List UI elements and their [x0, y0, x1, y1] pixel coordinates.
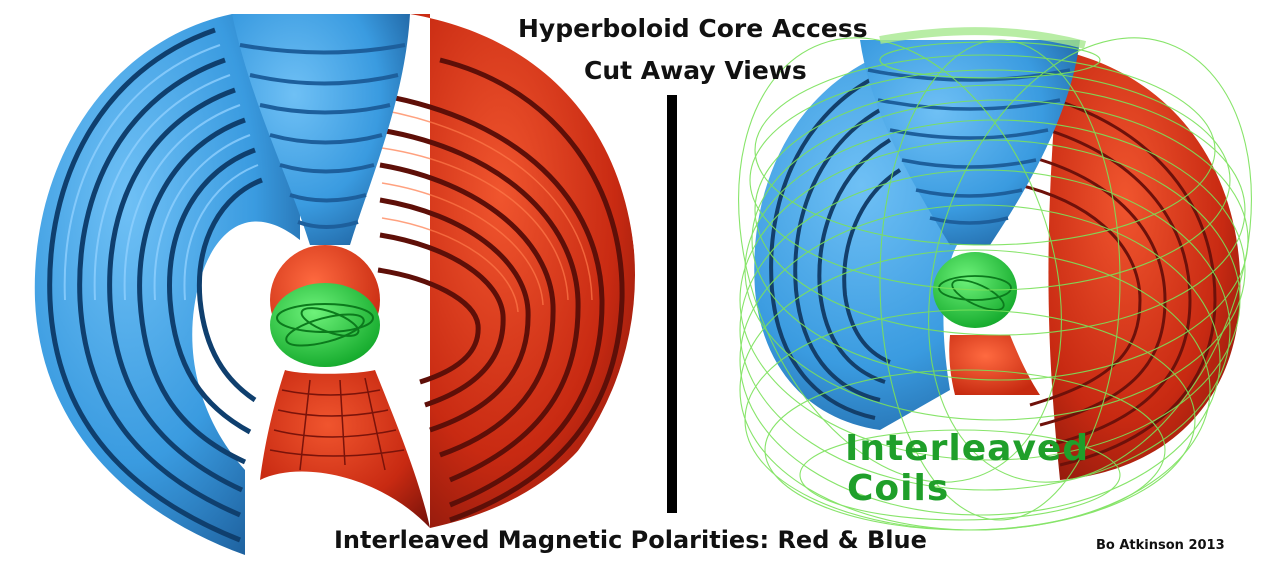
red-lower-funnel-right	[949, 335, 1040, 395]
blue-polarity-half	[34, 14, 300, 555]
author-credit: Bo Atkinson 2013	[1096, 538, 1225, 553]
interleaved-coil-wireframe	[738, 37, 1252, 531]
red-polarity-half	[377, 14, 635, 528]
interleaved-coils-label-line-2: Coils	[847, 468, 950, 509]
right-cutaway-view	[738, 27, 1252, 531]
green-coil-cage-left	[270, 283, 380, 367]
blue-upper-funnel	[232, 14, 410, 245]
title-line-1: Hyperboloid Core Access	[518, 14, 868, 43]
title-line-2: Cut Away Views	[584, 56, 807, 85]
red-lower-funnel	[260, 370, 430, 528]
top-coil-rim	[879, 27, 1087, 49]
blue-upper-funnel-right	[860, 40, 1080, 245]
red-polarity-half-right	[1048, 50, 1241, 480]
interleaved-coils-label-line-1: Interleaved	[845, 428, 1090, 469]
left-cutaway-view	[34, 14, 635, 555]
figure-caption: Interleaved Magnetic Polarities: Red & B…	[334, 526, 927, 554]
view-divider	[667, 95, 677, 513]
